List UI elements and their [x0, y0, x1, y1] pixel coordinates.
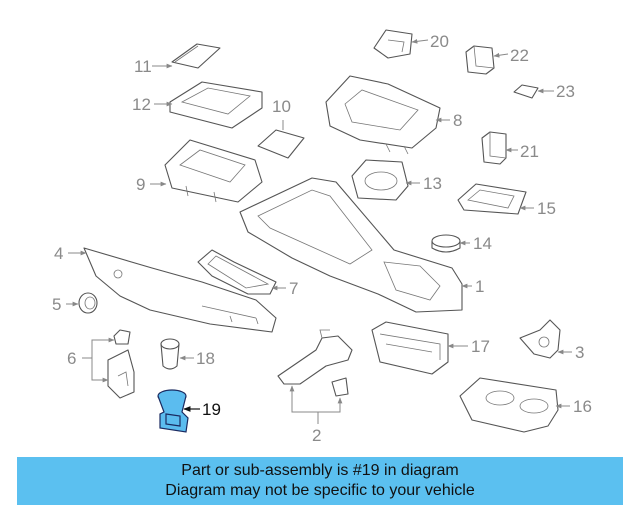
callout-20: 20: [430, 32, 449, 51]
callout-17: 17: [471, 337, 490, 356]
part-4-side-panel: [83, 247, 277, 333]
callout-21: 21: [520, 142, 539, 161]
part-9-bracket: [164, 139, 263, 203]
banner-line-disclaimer: Diagram may not be specific to your vehi…: [165, 482, 475, 499]
leader-lines: [66, 38, 572, 424]
part-6-bracket: [107, 329, 135, 399]
callout-18: 18: [196, 349, 215, 368]
part-7-trim: [197, 249, 277, 295]
callout-11: 11: [134, 57, 152, 76]
callout-22: 22: [510, 46, 529, 65]
callout-23: 23: [556, 82, 575, 101]
part-3-bracket: [519, 319, 561, 359]
part-2-support: [277, 329, 353, 397]
part-1-main-console: [239, 177, 463, 313]
part-18-socket: [160, 338, 180, 370]
part-13-cup-insert: [351, 159, 409, 201]
part-21-switch: [481, 131, 507, 165]
callout-19: 19: [202, 400, 221, 419]
callout-15: 15: [537, 199, 556, 218]
part-11-tray: [171, 43, 221, 69]
part-15-mat: [457, 183, 527, 215]
callout-1: 1: [475, 277, 484, 296]
part-16-cup-holder: [459, 377, 559, 433]
info-banner: Part or sub-assembly is #19 in diagram D…: [17, 457, 623, 505]
callout-4: 4: [54, 244, 63, 263]
part-23-clip: [513, 84, 539, 99]
part-5-cap: [78, 292, 98, 314]
part-17-storage-box: [371, 321, 449, 375]
part-12-bezel: [169, 81, 263, 129]
part-19-bracket: [157, 389, 189, 433]
callout-9: 9: [136, 175, 145, 194]
callout-6: 6: [67, 349, 76, 368]
part-10-mat: [257, 120, 305, 159]
callout-8: 8: [453, 111, 462, 130]
callout-10: 10: [272, 97, 291, 116]
parts-diagram: 11 12 10 9 20 22 23 8 21 13 15 14 1 4 7 …: [52, 29, 592, 445]
part-8-upper-console: [325, 75, 441, 155]
callout-2: 2: [312, 426, 321, 445]
part-20-switch: [373, 29, 413, 59]
callout-13: 13: [423, 174, 442, 193]
callout-7: 7: [289, 279, 298, 298]
callout-3: 3: [575, 343, 584, 362]
callout-12: 12: [132, 95, 151, 114]
part-14-cap: [431, 234, 461, 253]
callout-numbers: 11 12 10 9 20 22 23 8 21 13 15 14 1 4 7 …: [52, 32, 592, 445]
part-22-button: [465, 45, 495, 75]
callout-5: 5: [52, 295, 61, 314]
callout-16: 16: [573, 397, 592, 416]
callout-14: 14: [473, 234, 492, 253]
banner-line-part-number: Part or sub-assembly is #19 in diagram: [181, 462, 459, 479]
